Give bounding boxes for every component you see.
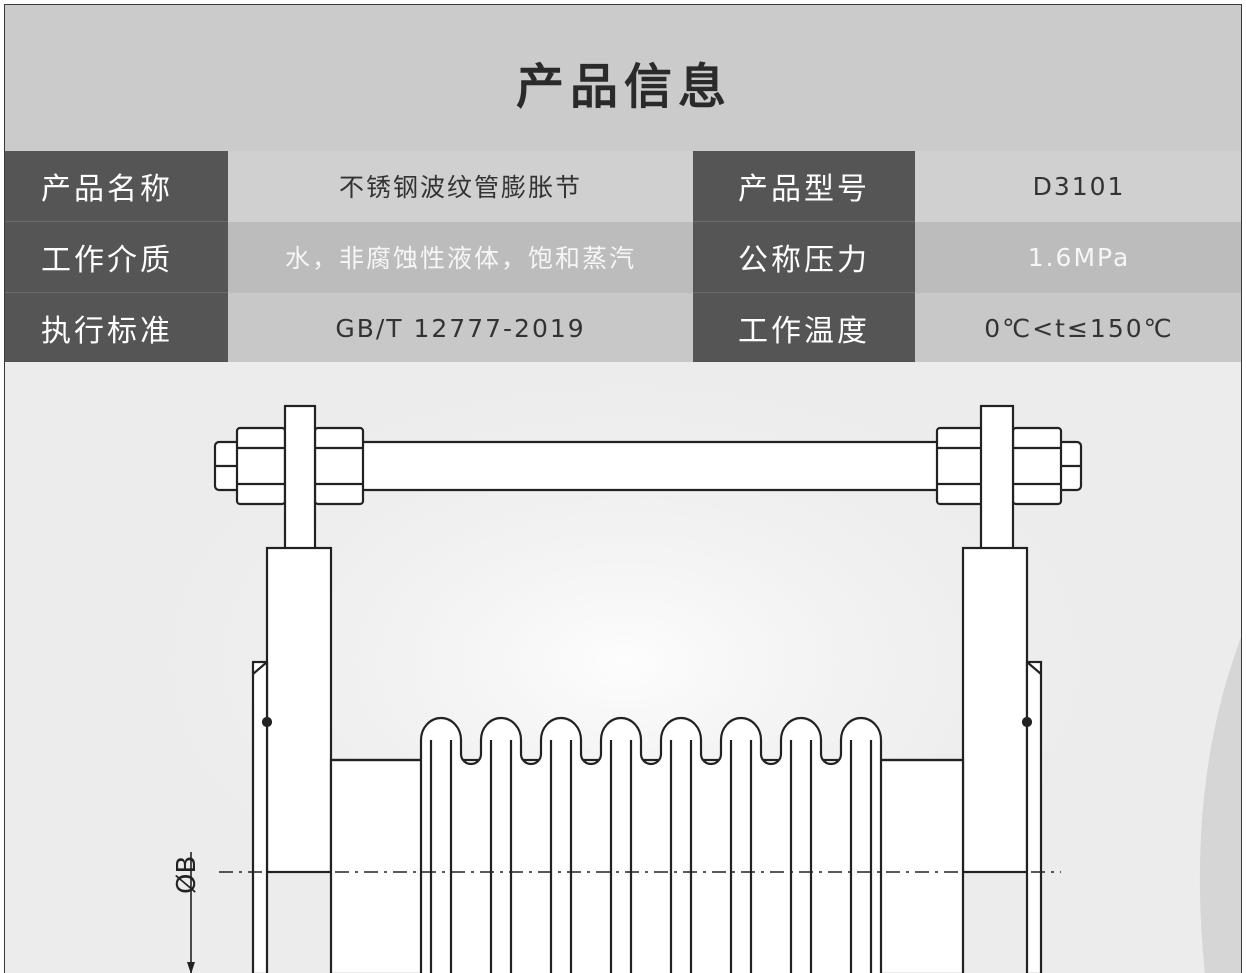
expansion-joint-drawing: ØB — [65, 362, 1241, 973]
spec-table: 产品名称 不锈钢波纹管膨胀节 产品型号 D3101 工作介质 水，非腐蚀性液体，… — [5, 151, 1241, 364]
hex-nut — [935, 426, 987, 506]
spec-label: 公称压力 — [693, 221, 915, 293]
right-flange-ring — [1025, 660, 1043, 973]
spec-value: 1.6MPa — [915, 221, 1241, 293]
spec-label: 工作介质 — [5, 221, 228, 293]
spec-value: 0℃<t≤150℃ — [915, 292, 1241, 364]
lug-plate — [283, 404, 317, 558]
right-flange — [961, 546, 1029, 874]
table-row: 执行标准 GB/T 12777-2019 工作温度 0℃<t≤150℃ — [5, 292, 1241, 364]
lug-plate — [979, 404, 1015, 558]
spec-label: 工作温度 — [693, 292, 915, 364]
spec-label: 执行标准 — [5, 292, 228, 364]
background-shade — [1199, 637, 1241, 973]
spec-value: GB/T 12777-2019 — [228, 292, 693, 364]
spec-value: 不锈钢波纹管膨胀节 — [228, 151, 693, 222]
left-flange-ring — [251, 660, 269, 973]
table-row: 产品名称 不锈钢波纹管膨胀节 产品型号 D3101 — [5, 151, 1241, 222]
drawing-lines — [213, 404, 1083, 973]
dimension-label: ØB — [172, 856, 202, 894]
spec-value: D3101 — [915, 151, 1241, 222]
hex-nut — [1011, 426, 1063, 506]
left-flange — [265, 546, 333, 874]
header-banner: 产品信息 — [5, 5, 1241, 151]
spec-value: 水，非腐蚀性液体，饱和蒸汽 — [228, 221, 693, 293]
table-row: 工作介质 水，非腐蚀性液体，饱和蒸汽 公称压力 1.6MPa — [5, 221, 1241, 293]
dimension-arrow — [187, 962, 195, 973]
page-title: 产品信息 — [515, 59, 732, 115]
product-info-panel: 产品信息 产品名称 不锈钢波纹管膨胀节 产品型号 D3101 工作介质 水，非腐… — [4, 4, 1242, 973]
technical-drawing: ØB — [5, 362, 1241, 973]
spec-label: 产品型号 — [693, 151, 915, 222]
bellows — [419, 716, 883, 973]
hex-nut — [313, 426, 365, 506]
spec-label: 产品名称 — [5, 151, 228, 222]
hex-nut — [235, 426, 287, 506]
